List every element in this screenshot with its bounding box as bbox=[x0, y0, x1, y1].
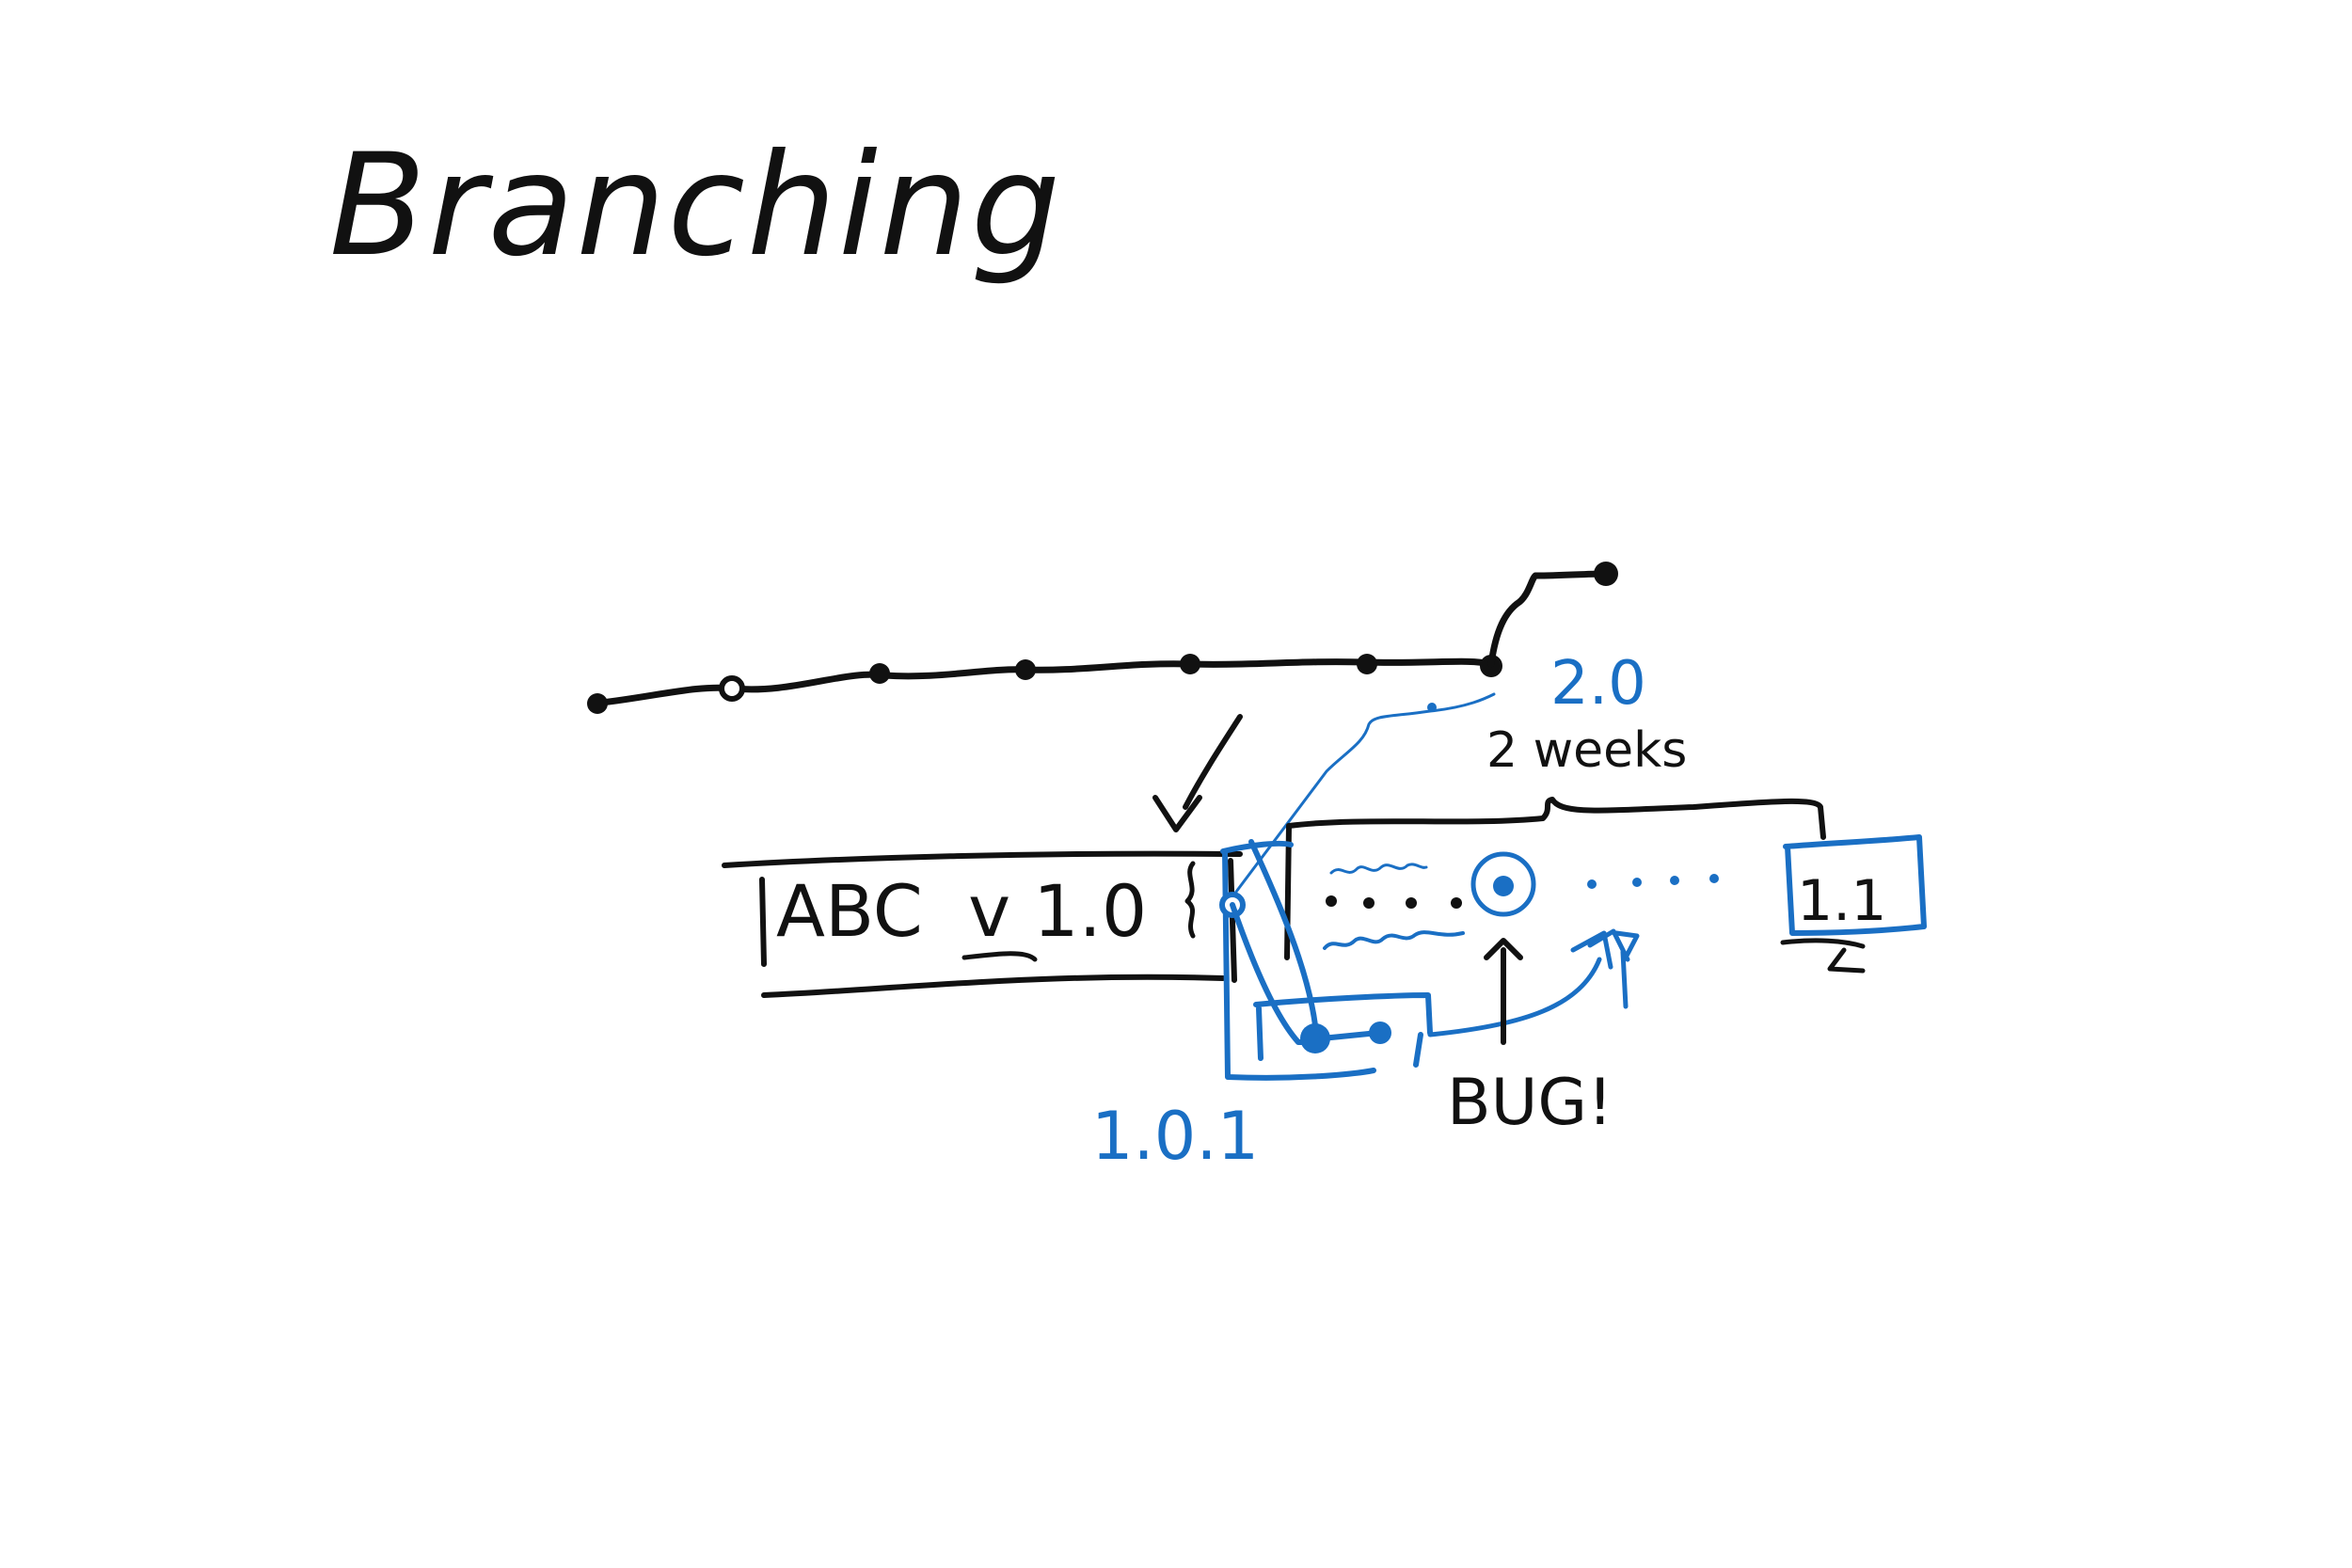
hotfix-box bbox=[1220, 840, 1433, 1081]
duration-label: 2 weeks bbox=[1486, 722, 1687, 779]
trunk-commit bbox=[1015, 659, 1036, 680]
branch-commit bbox=[1363, 897, 1375, 909]
dotted-path bbox=[1709, 874, 1719, 883]
trunk-branch-up bbox=[1487, 570, 1608, 668]
hotfix-label: 1.0.1 bbox=[1091, 1098, 1259, 1175]
minor-release-box bbox=[1783, 834, 1927, 936]
hotfix-commit bbox=[1369, 1022, 1391, 1044]
work-squiggle bbox=[1329, 863, 1428, 875]
trunk-commit bbox=[1180, 654, 1200, 674]
work-squiggle bbox=[1323, 930, 1465, 950]
trunk-commit bbox=[719, 675, 745, 702]
release-box-underline bbox=[961, 951, 1038, 962]
next-version-label: 2.0 bbox=[1550, 649, 1646, 719]
release-arrow bbox=[1183, 714, 1243, 810]
hotfix-merge-curve bbox=[1427, 957, 1602, 1037]
bug-commit bbox=[1493, 876, 1514, 896]
hotfix-branch-line bbox=[1230, 839, 1318, 1045]
trunk-commit bbox=[587, 693, 608, 714]
minor-release-label: 1.1 bbox=[1797, 868, 1886, 934]
branch-to-next-version-dot bbox=[1427, 703, 1437, 712]
merge-arrowhead bbox=[1570, 928, 1640, 970]
release-box-brace bbox=[1184, 861, 1196, 939]
trunk-branch-commit bbox=[1594, 562, 1618, 586]
branch-commit bbox=[1406, 897, 1417, 909]
duration-bracket bbox=[1284, 797, 1826, 960]
dotted-path bbox=[1670, 876, 1679, 885]
dotted-path bbox=[1632, 878, 1642, 887]
release-box-label: ABC v 1.0 bbox=[776, 869, 1147, 953]
merge-tick bbox=[1620, 949, 1629, 1009]
minor-release-mark bbox=[1780, 938, 1866, 974]
release-box-outline bbox=[722, 850, 1243, 998]
hotfix-link bbox=[1319, 1030, 1381, 1041]
bug-label: BUG! bbox=[1447, 1066, 1613, 1140]
hotfix-commit bbox=[1300, 1023, 1330, 1053]
trunk-commit bbox=[869, 663, 890, 684]
release-arrowhead bbox=[1152, 795, 1202, 832]
branch-commit bbox=[1451, 897, 1462, 909]
bug-arrowhead bbox=[1484, 938, 1523, 960]
dotted-path bbox=[1587, 879, 1597, 889]
diagram-title: Branching bbox=[329, 124, 1062, 288]
trunk-commit bbox=[1357, 654, 1377, 674]
branch-to-next-version bbox=[1226, 692, 1496, 905]
branch-commit bbox=[1326, 895, 1337, 907]
